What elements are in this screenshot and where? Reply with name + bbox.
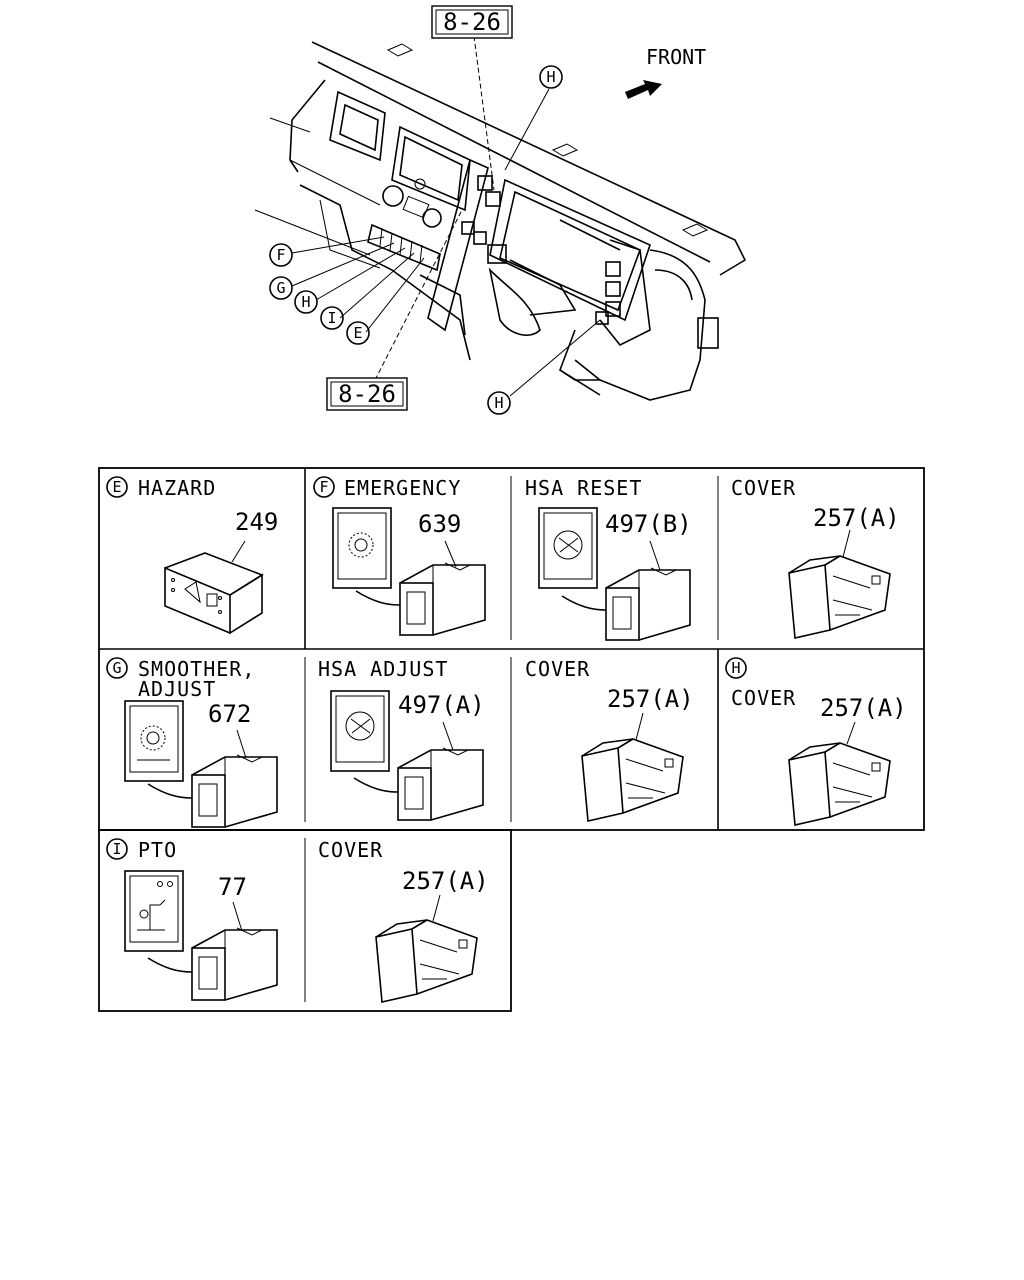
callout-left-i: I	[320, 306, 344, 330]
letter-e-circle	[106, 476, 128, 498]
svg-text:H: H	[546, 68, 555, 86]
part-497b: 497(B)	[605, 510, 692, 538]
hsa-adjust-switch-drawing	[330, 690, 484, 821]
part-497a: 497(A)	[398, 691, 485, 719]
cell-cover-2: COVER 257(A)	[525, 657, 694, 822]
part-77: 77	[218, 873, 247, 901]
smoother-switch-drawing	[124, 700, 278, 828]
svg-text:E: E	[112, 478, 121, 496]
letter-g-circle	[106, 657, 128, 679]
cell-hazard: E HAZARD 249	[106, 476, 278, 635]
label-emergency: EMERGENCY	[344, 476, 461, 500]
part-249: 249	[235, 508, 278, 536]
cover-2-drawing	[581, 712, 684, 822]
callout-left-h: H	[294, 290, 318, 314]
letter-i-circle	[106, 838, 128, 860]
svg-text:F: F	[276, 246, 285, 264]
ref-bottom-text: 8-26	[338, 380, 396, 408]
svg-text:H: H	[731, 659, 740, 677]
label-smoother: SMOOTHER,	[138, 657, 255, 681]
label-hazard: HAZARD	[138, 476, 216, 500]
cell-cover-h: H COVER 257(A)	[725, 657, 907, 826]
front-label: FRONT	[646, 45, 706, 69]
part-672: 672	[208, 700, 251, 728]
emergency-switch-drawing	[332, 507, 486, 636]
ref-box-bottom: 8-26	[326, 377, 408, 411]
callout-left-f: F	[269, 243, 293, 267]
callout-left-e: E	[346, 321, 370, 345]
svg-text:G: G	[112, 659, 121, 677]
label-cover-1: COVER	[731, 476, 796, 500]
part-257a-h: 257(A)	[820, 694, 907, 722]
cover-3-drawing	[375, 894, 478, 1003]
cell-hsa-reset: HSA RESET 497(B)	[525, 476, 692, 641]
cell-emergency: F EMERGENCY 639	[313, 476, 486, 636]
label-cover-3: COVER	[318, 838, 383, 862]
label-pto: PTO	[138, 838, 177, 862]
ref-top-text: 8-26	[443, 8, 501, 36]
label-adjust: ADJUST	[138, 677, 216, 701]
dashboard-illustration	[254, 41, 747, 401]
parts-table	[98, 467, 925, 1012]
letter-f-circle	[313, 476, 335, 498]
label-hsa-adjust: HSA ADJUST	[318, 657, 448, 681]
cell-cover-1: COVER 257(A)	[731, 476, 900, 639]
cell-pto: I PTO 77	[106, 838, 278, 1001]
callout-top-h: H	[539, 65, 563, 89]
svg-text:E: E	[353, 324, 362, 342]
label-cover-2: COVER	[525, 657, 590, 681]
cell-smoother: G SMOOTHER, ADJUST 672	[106, 657, 278, 828]
leader-lines	[291, 35, 601, 397]
part-257a-2: 257(A)	[607, 685, 694, 713]
cell-hsa-adjust: HSA ADJUST 497(A)	[318, 657, 485, 821]
hazard-switch-drawing	[164, 540, 264, 635]
cover-h-drawing	[788, 721, 891, 826]
pto-switch-drawing	[124, 870, 278, 1001]
part-257a-3: 257(A)	[402, 867, 489, 895]
svg-text:H: H	[301, 293, 310, 311]
letter-h-circle	[725, 657, 747, 679]
label-cover-h: COVER	[731, 686, 796, 710]
svg-text:G: G	[276, 279, 285, 297]
callout-bottom-h: H	[487, 391, 511, 415]
svg-text:F: F	[319, 478, 328, 496]
label-hsa-reset: HSA RESET	[525, 476, 642, 500]
cell-cover-3: COVER 257(A)	[318, 838, 489, 1003]
hsa-reset-switch-drawing	[538, 507, 691, 641]
svg-text:I: I	[112, 840, 121, 858]
ref-box-top: 8-26	[431, 5, 513, 39]
part-639: 639	[418, 510, 461, 538]
part-257a-1: 257(A)	[813, 504, 900, 532]
svg-text:I: I	[327, 309, 336, 327]
cover-1-drawing	[788, 529, 891, 639]
svg-text:H: H	[494, 394, 503, 412]
callout-left-g: G	[269, 276, 293, 300]
